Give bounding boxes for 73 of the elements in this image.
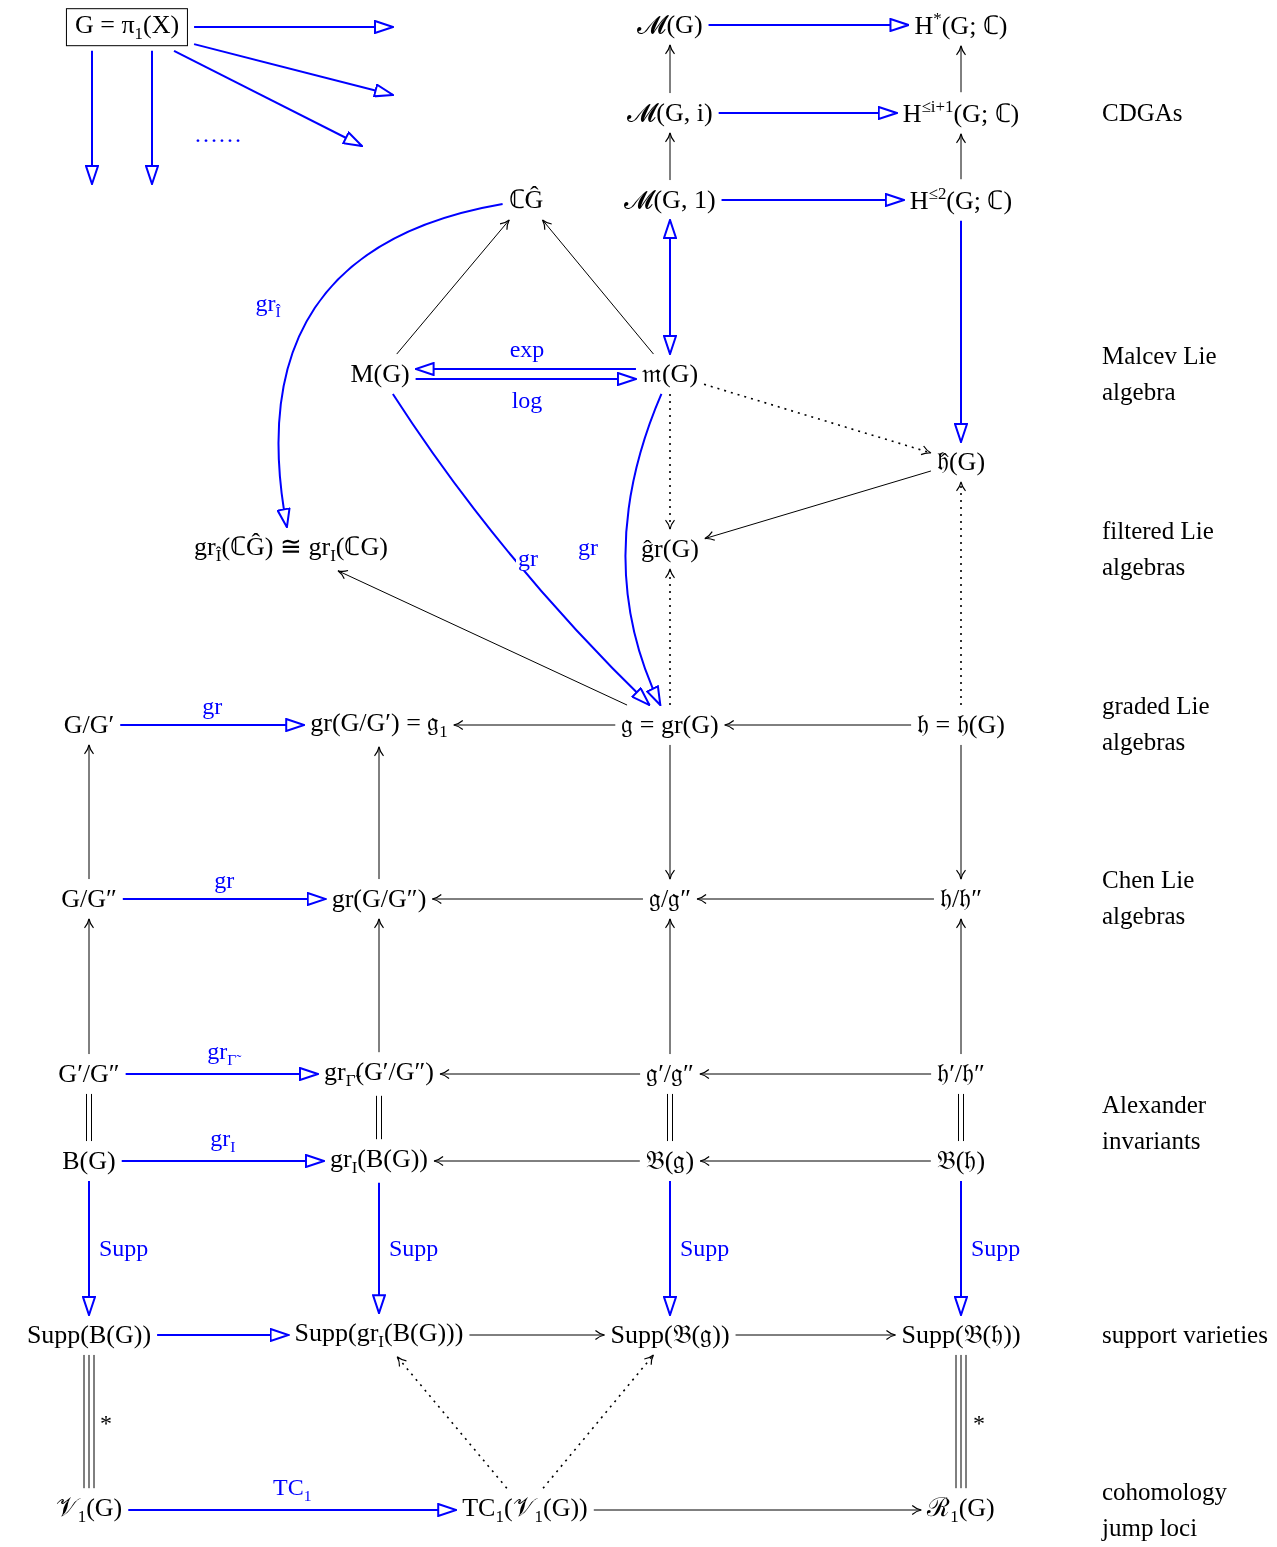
math-expression: 𝔥 = 𝔥(G) xyxy=(917,710,1005,740)
arrow xyxy=(82,1179,96,1317)
arrow xyxy=(127,1503,458,1517)
equality-lines xyxy=(667,1093,673,1142)
math-expression: ĝr(G) xyxy=(641,534,699,564)
arrow xyxy=(145,49,159,185)
math-expression: H$^{*}$(G; ℂ) xyxy=(914,9,1008,41)
arrow xyxy=(717,106,898,120)
math-expression: Supp(gr$_{I}$(B(G))) xyxy=(294,1318,464,1352)
math-expression: G′/G″ xyxy=(58,1059,120,1089)
math-expression: 𝔤/𝔤″ xyxy=(648,884,692,914)
math-expression: 𝔪(G) xyxy=(641,359,699,389)
arrow xyxy=(372,1181,386,1315)
arrow xyxy=(277,203,504,529)
math-expression: H$^{≤i+1}$(G; ℂ) xyxy=(902,97,1020,129)
arrow xyxy=(954,1179,968,1317)
arrow xyxy=(193,20,394,34)
math-expression: gr(G/G″) xyxy=(331,884,427,914)
arrow xyxy=(624,392,663,707)
math-expression: Supp(𝔅(𝔤)) xyxy=(610,1320,730,1350)
equality-lines xyxy=(955,1354,967,1489)
math-expression: 𝔅(𝔥) xyxy=(936,1146,986,1176)
math-expression: Supp(𝔅(𝔥)) xyxy=(901,1320,1021,1350)
row-label: support varieties xyxy=(1102,1319,1269,1350)
equality-lines xyxy=(376,1095,382,1140)
math-expression: 𝒱$_{1}$(G) xyxy=(55,1493,123,1527)
math-expression: 𝔅(𝔤) xyxy=(645,1146,695,1176)
math-expression: G/G′ xyxy=(63,710,115,740)
math-expression: 𝔥′/𝔥″ xyxy=(937,1059,985,1089)
arrow xyxy=(119,718,306,732)
math-expression: 𝔤 = gr(G) xyxy=(621,710,719,740)
math-expression: 𝓜(G, 1) xyxy=(624,185,716,215)
arrow xyxy=(156,1328,290,1342)
arrow xyxy=(663,1179,677,1317)
math-expression: ℛ$_{1}$(G) xyxy=(927,1493,995,1527)
math-expression: H$^{≤2}$(G; ℂ) xyxy=(909,184,1013,216)
math-expression: gr(G/G′) = 𝔤$_{1}$ xyxy=(310,708,448,742)
arrow xyxy=(414,372,637,386)
equality-lines xyxy=(958,1093,964,1142)
math-expression: 𝓜(G, i) xyxy=(627,98,713,128)
arrow xyxy=(720,193,905,207)
equality-lines xyxy=(86,1093,92,1142)
math-expression: 𝔥/𝔥″ xyxy=(939,884,983,914)
math-expression: gr$_{I}$(B(G)) xyxy=(329,1144,429,1178)
math-expression: 𝔤′/𝔤″ xyxy=(646,1059,694,1089)
arrow xyxy=(663,218,677,356)
row-label: Chen Lie algebras xyxy=(1102,864,1196,931)
arrow xyxy=(707,18,910,32)
math-expression: M(G) xyxy=(350,359,410,389)
arrow xyxy=(391,392,651,707)
arrow xyxy=(193,43,394,98)
row-label: Malcev Lie algebra xyxy=(1102,340,1218,407)
row-label: filtered Lie algebras xyxy=(1102,515,1215,582)
math-expression: G/G″ xyxy=(61,884,117,914)
arrow xyxy=(414,362,637,376)
row-label: cohomology jump loci xyxy=(1102,1476,1228,1543)
arrow xyxy=(954,219,968,444)
arrow xyxy=(124,1067,319,1081)
math-expression: TC$_{1}$(𝒱$_{1}$(G)) xyxy=(462,1493,588,1527)
arrow xyxy=(120,1154,325,1168)
math-expression: 𝔥̂(G) xyxy=(936,447,986,477)
arrow xyxy=(85,49,99,185)
arrow xyxy=(173,49,363,147)
row-label: Alexander invariants xyxy=(1102,1089,1208,1156)
math-expression: gr$_{Î}$(ℂĜ) ≅ gr$_{I}$(ℂG) xyxy=(194,532,388,566)
math-expression: Supp(B(G)) xyxy=(26,1320,152,1350)
math-expression: B(G) xyxy=(62,1146,116,1176)
math-expression: ℂĜ xyxy=(508,185,544,215)
row-label: CDGAs xyxy=(1102,97,1184,128)
row-label: graded Lie algebras xyxy=(1102,690,1211,757)
arrow xyxy=(121,892,327,906)
equality-lines xyxy=(83,1354,95,1489)
math-expression: 𝓜(G) xyxy=(637,10,703,40)
